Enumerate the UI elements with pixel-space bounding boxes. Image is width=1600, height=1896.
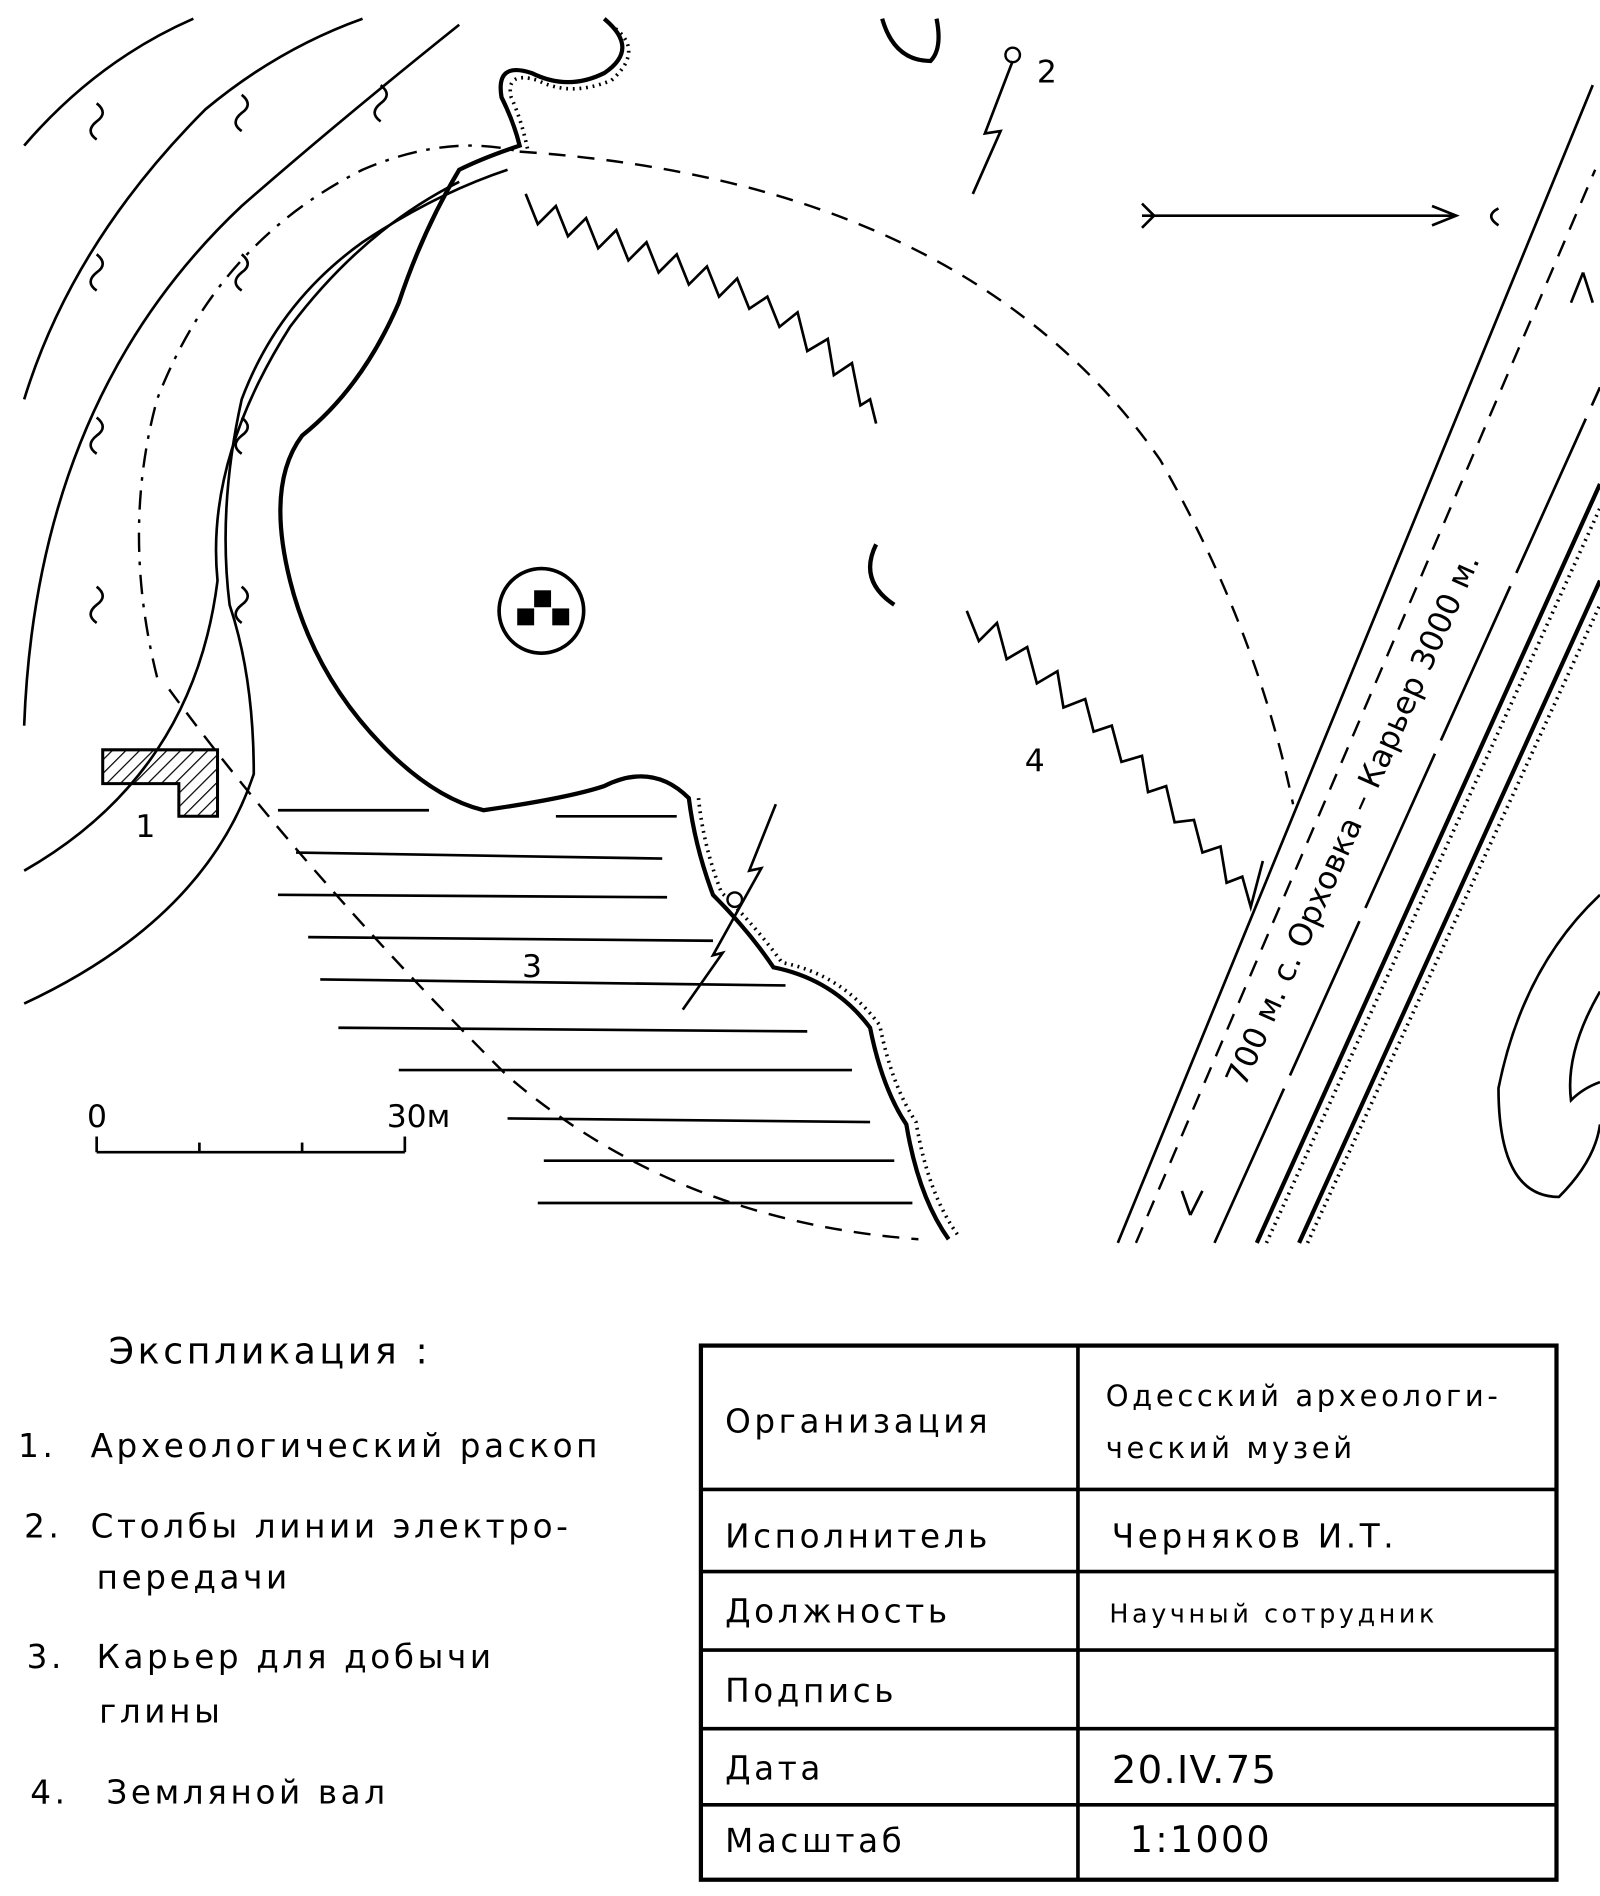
row-value: ческий музей [1106, 1431, 1356, 1465]
power-line-symbols [89, 84, 389, 625]
excavation-symbol [101, 748, 220, 818]
row-label: Дата [725, 1749, 824, 1787]
row-label: Подпись [725, 1672, 897, 1710]
legend-item: Карьер для добычи [97, 1638, 495, 1676]
legend-item: передачи [97, 1558, 291, 1596]
legend-num: 4. [30, 1774, 68, 1812]
label-quarry: 3 [522, 949, 542, 985]
row-value: 1:1000 [1130, 1818, 1272, 1861]
row-label: Должность [725, 1592, 951, 1630]
legend: Экспликация : 1. Археологический раскоп … [18, 1330, 601, 1812]
row-label: Организация [725, 1403, 991, 1441]
small-cliff-top [880, 18, 941, 64]
legend-item: Земляной вал [106, 1774, 388, 1812]
legend-num: 2. [24, 1508, 62, 1546]
title-block: Организация Одесский археологи- ческий м… [698, 1343, 1559, 1882]
cliff-edge [278, 17, 951, 1241]
label-excavation: 1 [135, 809, 155, 845]
label-power-line: 2 [1037, 55, 1057, 91]
legend-num: 1. [18, 1427, 56, 1465]
row-value: Черняков И.Т. [1112, 1517, 1397, 1555]
legend-item: Археологический раскоп [91, 1427, 601, 1465]
monument-symbol [497, 566, 586, 655]
site-boundary-arc [519, 150, 1295, 805]
row-label: Масштаб [725, 1822, 905, 1860]
clay-quarry-hatch [277, 808, 913, 1205]
power-pole-2 [971, 46, 1022, 195]
road: 700 м. с. Орховка – Карьер 3000 м. [1116, 84, 1600, 1244]
scale-bar: 0 30м [87, 1099, 451, 1154]
small-cliff-mid [867, 543, 896, 607]
site-boundary-lower [168, 688, 919, 1241]
row-label: Исполнитель [725, 1517, 991, 1555]
earth-rampart [524, 193, 878, 424]
row-value: Научный сотрудник [1109, 1598, 1438, 1628]
row-value: 20.IV.75 [1112, 1748, 1277, 1793]
legend-num: 3. [27, 1638, 65, 1676]
scale-end: 30м [387, 1099, 451, 1135]
scale-start: 0 [87, 1099, 107, 1135]
legend-item: глины [99, 1693, 223, 1731]
label-rampart: 4 [1025, 744, 1045, 780]
field-boundary [137, 144, 520, 678]
power-pole-lower [681, 803, 778, 1011]
contour-right [1497, 893, 1600, 1199]
row-value: Одесский археологи- [1106, 1379, 1502, 1413]
legend-item: Столбы линии электро- [91, 1508, 572, 1546]
north-arrow [1141, 202, 1500, 229]
legend-title: Экспликация : [109, 1330, 432, 1373]
